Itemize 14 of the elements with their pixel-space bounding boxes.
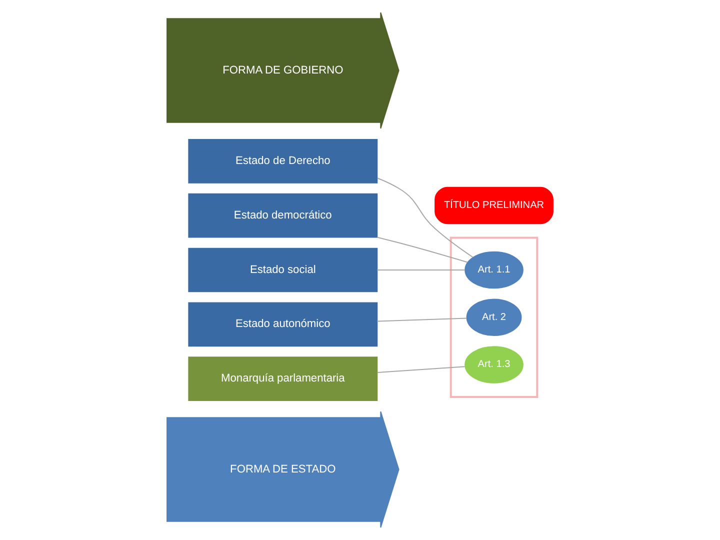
node-box: Estado de Derecho <box>188 139 378 184</box>
connector <box>377 366 465 374</box>
node-box: Estado democrático <box>188 193 378 238</box>
node-ellipse: Art. 1.3 <box>464 346 524 384</box>
cluster <box>450 236 538 398</box>
connector <box>377 318 467 322</box>
connector <box>377 178 474 258</box>
connector <box>377 236 468 263</box>
node-box: Estado autonómico <box>188 302 378 347</box>
node-box: Monarquía parlamentaria <box>188 356 378 401</box>
node-ellipse: Art. 1.1 <box>464 251 524 289</box>
node-box: TÍTULO PRELIMINAR <box>434 186 554 224</box>
node-box: Estado social <box>188 248 378 292</box>
node-ellipse: Art. 2 <box>466 298 522 336</box>
